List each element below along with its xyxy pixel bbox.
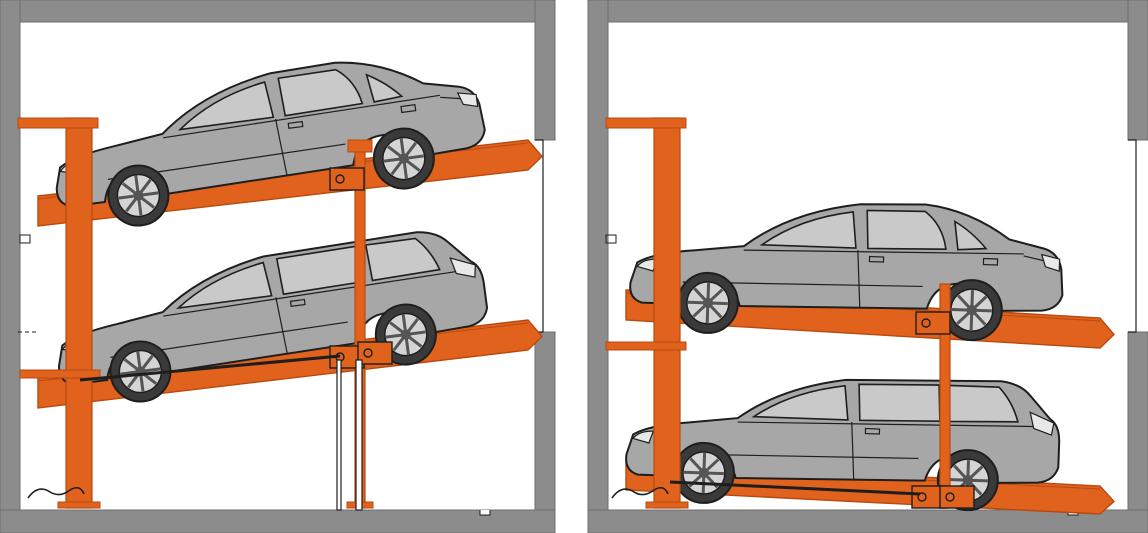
post-column [65, 117, 93, 509]
left-top-beam [17, 117, 99, 129]
left-wall [587, 0, 609, 533]
floor-drain [479, 510, 491, 516]
lower-car-estate [46, 223, 491, 407]
left-front-post [57, 117, 101, 509]
left-wall [0, 0, 21, 533]
lower-guide-box-2 [357, 341, 393, 365]
lower-guide-box-2-pulley [363, 348, 373, 358]
wall-switch-icon [19, 234, 31, 244]
ceiling-wall [0, 0, 556, 23]
right-front-post [645, 117, 689, 509]
right-mid-beam [605, 341, 687, 351]
control-cable [27, 486, 85, 499]
right-wall-upper [1127, 0, 1148, 141]
pit-enclosure [587, 0, 1148, 533]
right-wall-lower [534, 331, 556, 533]
right-drive-chain [669, 480, 921, 496]
left-rear-post-cap [347, 139, 373, 153]
right-wall-lower [1127, 331, 1148, 533]
upper-guide-box-pulley [335, 174, 345, 184]
door-opening [535, 139, 544, 333]
drive-chain [79, 354, 341, 382]
control-cable [611, 486, 669, 499]
front-wheel [671, 440, 737, 506]
floor [0, 509, 556, 533]
right-lower-guide-box-2 [939, 485, 975, 509]
post-foot [645, 501, 689, 509]
post-column [653, 117, 681, 509]
door-opening [1128, 139, 1137, 333]
right-upper-guide-box-pulley [921, 318, 931, 328]
guide-rod [355, 359, 363, 511]
right-wall-upper [534, 0, 556, 141]
right-lower-guide-box-pulley [917, 492, 927, 502]
right-lower-guide-box-2-pulley [945, 492, 955, 502]
right-top-beam [605, 117, 687, 129]
upper-guide-box [329, 167, 365, 191]
hydraulic-rod [336, 359, 342, 511]
right-wall-switch-icon [605, 234, 617, 244]
right-upper-guide-box [915, 311, 951, 335]
front-wheel [675, 270, 741, 336]
upper-car-sedan [43, 43, 489, 231]
left-lower-beam [19, 369, 101, 379]
post-foot [57, 501, 101, 509]
floor [587, 509, 1148, 533]
ceiling-wall [587, 0, 1148, 23]
pit-enclosure [0, 0, 556, 533]
